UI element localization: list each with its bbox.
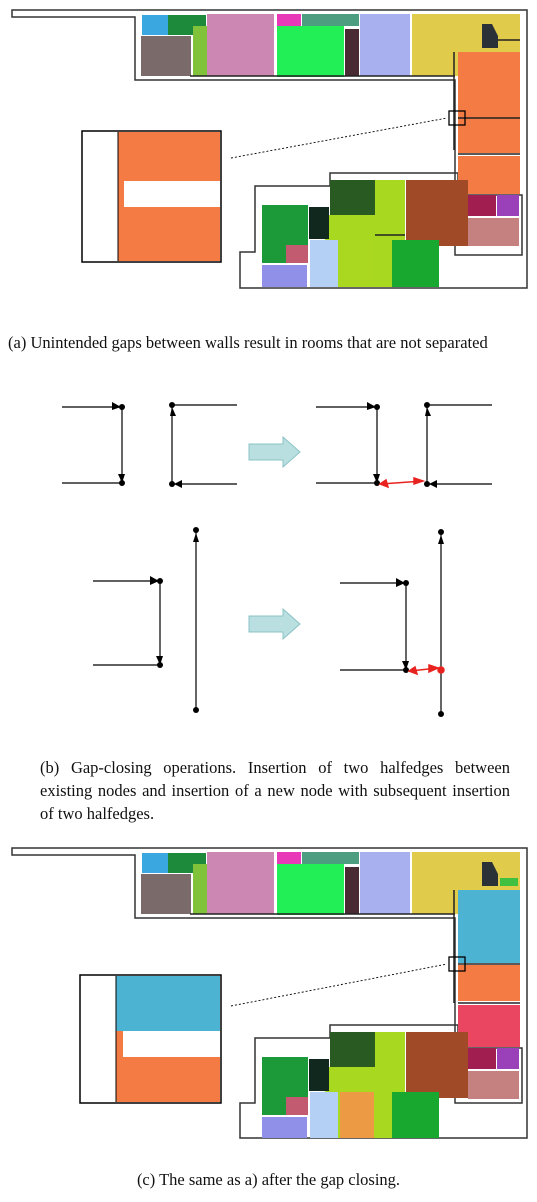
- room: [360, 14, 410, 76]
- room: [458, 156, 520, 194]
- room: [141, 874, 191, 914]
- room: [468, 218, 519, 246]
- room: [468, 1048, 496, 1069]
- room: [392, 1092, 439, 1138]
- room: [345, 867, 359, 914]
- room: [340, 240, 374, 287]
- room: [458, 890, 520, 963]
- room: [142, 853, 168, 873]
- room: [302, 852, 359, 864]
- room: [141, 36, 191, 76]
- zoom-leader: [230, 963, 448, 1007]
- room: [277, 864, 344, 915]
- room: [392, 240, 439, 287]
- room: [497, 1048, 519, 1069]
- gap-marker: [448, 110, 466, 126]
- room: [500, 878, 518, 886]
- floorplan-before: [11, 9, 528, 289]
- room: [277, 26, 344, 77]
- zoom-leader: [230, 117, 448, 159]
- room: [360, 852, 410, 914]
- room: [286, 245, 308, 263]
- room: [406, 180, 468, 246]
- caption-b: (b) Gap-closing operations. Insertion of…: [40, 758, 510, 823]
- room: [458, 965, 520, 1001]
- room: [142, 15, 168, 35]
- gap-closing-diagram: [62, 402, 492, 717]
- caption-a: (a) Unintended gaps between walls result…: [8, 333, 488, 352]
- floorplan-after: [11, 847, 528, 1139]
- room: [207, 852, 274, 914]
- room: [262, 265, 307, 287]
- room: [193, 26, 207, 76]
- room: [458, 52, 520, 153]
- room: [207, 14, 274, 76]
- room: [309, 1059, 329, 1091]
- room: [262, 1117, 307, 1138]
- room: [310, 240, 338, 287]
- room: [340, 1092, 374, 1138]
- transition-arrow: [248, 607, 301, 641]
- gap-marker: [448, 956, 466, 972]
- room: [310, 1092, 338, 1138]
- room: [345, 29, 359, 76]
- room: [406, 1032, 468, 1098]
- room: [193, 864, 207, 914]
- room: [482, 862, 498, 886]
- room: [302, 14, 359, 26]
- room: [482, 24, 498, 48]
- transition-arrow: [248, 435, 301, 469]
- room: [309, 207, 329, 239]
- room: [286, 1097, 308, 1115]
- room: [468, 195, 496, 216]
- room: [458, 1005, 520, 1047]
- zoom-inset: [79, 974, 222, 1104]
- room: [497, 195, 519, 216]
- room: [468, 1071, 519, 1099]
- caption-c: (c) The same as a) after the gap closing…: [136, 1170, 401, 1189]
- zoom-inset: [81, 130, 222, 263]
